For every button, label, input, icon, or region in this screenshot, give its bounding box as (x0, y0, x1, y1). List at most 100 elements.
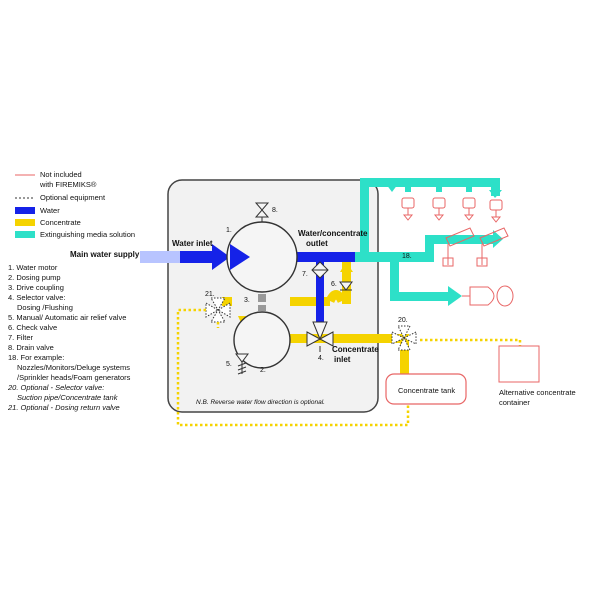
list-item-18a: 18. For example: (8, 353, 64, 362)
legend: Not included with FIREMIKS® Optional equ… (15, 170, 135, 239)
foam-generator-icon (462, 285, 514, 307)
numbered-list: 1. Water motor 2. Dosing pump 3. Drive c… (7, 263, 131, 412)
legend-solution-swatch (15, 231, 35, 238)
concentrate-inlet-label-2: inlet (334, 355, 351, 364)
alt-container-label-1: Alternative concentrate (499, 388, 576, 397)
list-item-20b: Suction pipe/Concentrate tank (17, 393, 119, 402)
legend-concentrate-text: Concentrate (40, 218, 81, 227)
foam-riser (390, 252, 399, 297)
list-item-2: 2. Dosing pump (8, 273, 61, 282)
label-4: 4. (318, 355, 324, 362)
list-item-18b: Nozzles/Monitors/Deluge systems (17, 363, 130, 372)
return-pipe-top (290, 297, 330, 306)
tank-body (385, 373, 467, 405)
monitor-riser (425, 235, 434, 262)
legend-not-included-text: Not included (40, 170, 82, 179)
sprinkler-head-icon (432, 197, 446, 221)
label-20: 20. (398, 317, 408, 324)
selector-water-pipe (316, 262, 324, 330)
main-water-supply-label: Main water supply (70, 250, 140, 259)
water-concentrate-label: Water/concentrate (298, 229, 368, 238)
list-item-21: 21. Optional - Dosing return valve (7, 403, 120, 412)
list-item-1: 1. Water motor (8, 263, 58, 272)
legend-solution-text: Extinguishing media solution (40, 230, 135, 239)
label-18: 18. (402, 253, 412, 260)
concentrate-arrow-up (340, 262, 353, 272)
optional-return-loop (176, 308, 410, 427)
coupling-bottom (258, 305, 266, 311)
top-down-arrow-4 (464, 184, 474, 192)
air-relief-connector (222, 297, 232, 306)
legend-optional-text: Optional equipment (40, 193, 106, 202)
top-down-arrow-1 (386, 184, 398, 192)
selector-valve-icon (306, 321, 334, 352)
filter-icon (311, 261, 329, 279)
solution-riser (360, 178, 369, 262)
concentrate-inlet-label-1: Concentrate (332, 345, 379, 354)
foam-feed-pipe (390, 292, 450, 301)
motor-inlet-arrow (230, 244, 250, 270)
legend-concentrate-swatch (15, 219, 35, 226)
drain-valve-icon (254, 202, 270, 222)
coupling-top (258, 294, 266, 302)
solution-pipes (350, 178, 503, 306)
check-valve-icon (339, 281, 353, 291)
label-21: 21. (205, 291, 215, 298)
foam-arrow (448, 286, 462, 306)
monitor-nozzle-icon (442, 227, 475, 267)
label-7: 7. (302, 271, 308, 278)
firemiks-housing (167, 179, 379, 413)
monitors (442, 227, 509, 267)
alt-container-label-2: container (499, 398, 530, 407)
optional-selector-valve-icon (391, 325, 417, 351)
list-item-7: 7. Filter (8, 333, 34, 342)
air-relief-valve-icon (235, 353, 249, 375)
list-item-8: 8. Drain valve (8, 343, 54, 352)
label-3: 3. (244, 297, 250, 304)
sprinkler-head-icon (489, 199, 503, 223)
sprinkler-heads (401, 197, 503, 223)
list-item-6: 6. Check valve (8, 323, 57, 332)
optional-alt-container-line (420, 338, 522, 375)
tank-arrow-down (400, 354, 409, 364)
label-5: 5. (226, 361, 232, 368)
alternative-container (498, 345, 540, 383)
list-item-18c: /Sprinkler heads/Foam generators (17, 373, 131, 382)
concentrate-tank: Concentrate tank (385, 373, 467, 405)
reverse-flow-note: N.B. Reverse water flow direction is opt… (196, 399, 325, 406)
monitor-nozzle-icon (476, 227, 509, 267)
main-water-supply-flow (140, 244, 230, 270)
dosing-return-valve-icon (205, 297, 231, 323)
legend-water-text: Water (40, 206, 60, 215)
top-down-arrow-3 (434, 184, 444, 192)
list-item-5: 5. Manual/ Automatic air relief valve (8, 313, 126, 322)
list-item-20a: 20. Optional - Selector valve: (7, 383, 104, 392)
label-8: 8. (272, 207, 278, 214)
legend-water-swatch (15, 207, 35, 214)
concentrate-tank-label: Concentrate tank (398, 386, 455, 395)
return-loop-bend (325, 290, 347, 304)
list-item-4b: Dosing /Flushing (17, 303, 73, 312)
list-item-3: 3. Drive coupling (8, 283, 64, 292)
top-down-arrow-2 (403, 184, 413, 192)
optional-dosing-lines (176, 308, 522, 427)
monitor-feed-pipe (425, 235, 495, 244)
top-down-arrow-5 (489, 190, 502, 198)
solution-right-drop (491, 178, 500, 196)
label-6: 6. (331, 281, 337, 288)
water-inlet-label: Water inlet (172, 239, 213, 248)
outlet-label: outlet (306, 239, 328, 248)
sprinkler-head-icon (462, 197, 476, 221)
solution-top-header (360, 178, 500, 187)
monitor-arrow (493, 230, 503, 248)
water-outlet-pipe (290, 252, 355, 262)
concentrate-inlet-ext (380, 334, 402, 343)
water-inlet-pipe (180, 251, 214, 263)
label-2: 2. (260, 367, 266, 374)
list-item-4a: 4. Selector valve: (8, 293, 66, 302)
sprinkler-head-icon (401, 197, 415, 221)
water-inlet-arrow (212, 244, 230, 270)
label-1: 1. (226, 227, 232, 234)
legend-with-firemiks-text: with FIREMIKS® (39, 180, 97, 189)
